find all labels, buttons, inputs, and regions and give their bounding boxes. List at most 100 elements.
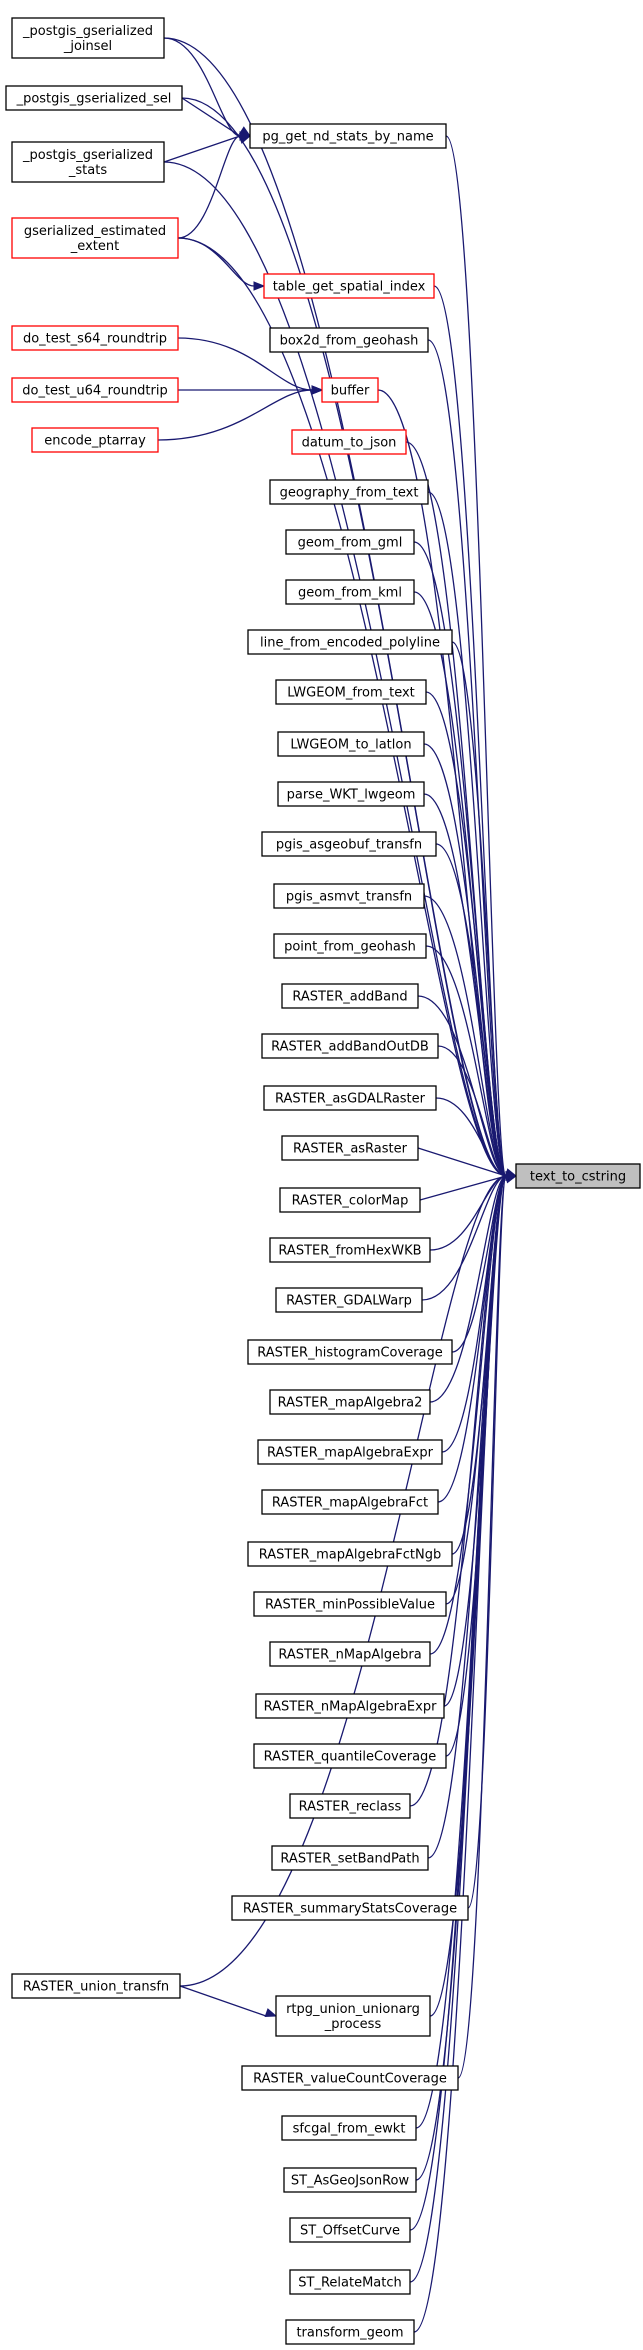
node-sel[interactable]: _postgis_gserialized_sel <box>5 85 183 111</box>
edge-line <box>163 161 507 1177</box>
node-box <box>5 85 183 111</box>
node-label: RASTER_reclass <box>299 1800 402 1815</box>
node-box <box>271 1845 429 1871</box>
node-label: pgis_asmvt_transfn <box>286 890 412 905</box>
node-box <box>261 1489 439 1515</box>
node-raster-fromhexwkb[interactable]: RASTER_fromHexWKB <box>269 1237 431 1263</box>
edge-line <box>435 843 507 1177</box>
node-st-asgeojsonrow[interactable]: ST_AsGeoJsonRow <box>283 2167 417 2193</box>
focus-node-text-to-cstring[interactable]: text_to_cstring <box>515 1163 641 1189</box>
edge-raster-mapalgebraexpr-to-text-to-cstring <box>441 1171 518 1453</box>
edge-line <box>433 285 507 1177</box>
node-raster-mapalgebrafctngb[interactable]: RASTER_mapAlgebraFctNgb <box>247 1541 453 1567</box>
node-raster-nmapalgebra[interactable]: RASTER_nMapAlgebra <box>269 1641 431 1667</box>
node-pg-get-nd-stats-by-name[interactable]: pg_get_nd_stats_by_name <box>249 123 447 149</box>
node-rtpg-union-unionarg-process[interactable]: rtpg_union_unionarg_process <box>275 1995 431 2037</box>
edge-box2d-from-geohash-to-text-to-cstring <box>427 339 518 1181</box>
node-box <box>285 529 415 555</box>
node-st-offsetcurve[interactable]: ST_OffsetCurve <box>289 2217 411 2243</box>
node-label: LWGEOM_to_latlon <box>290 738 411 753</box>
node-point-from-geohash[interactable]: point_from_geohash <box>273 933 427 959</box>
node-raster-summarystatscoverage[interactable]: RASTER_summaryStatsCoverage <box>231 1895 469 1921</box>
node-raster-mapalgebrafct[interactable]: RASTER_mapAlgebraFct <box>261 1489 439 1515</box>
edge-arrowhead <box>253 281 266 291</box>
node-transform-geom[interactable]: transform_geom <box>285 2319 415 2345</box>
node-box <box>263 273 435 299</box>
edge-line <box>423 895 507 1177</box>
edge-line <box>177 135 241 239</box>
node-box <box>273 933 427 959</box>
graph-nodes: _postgis_gserialized_joinsel _postgis_gse… <box>5 17 641 2345</box>
edge-raster-minpossiblevalue-to-text-to-cstring <box>445 1171 518 1605</box>
node-box <box>515 1163 641 1189</box>
edge-line <box>419 1175 507 1201</box>
node-encode-ptarray[interactable]: encode_ptarray <box>31 427 159 453</box>
node-geography-from-text[interactable]: geography_from_text <box>269 479 429 505</box>
node-lwgeom-to-latlon[interactable]: LWGEOM_to_latlon <box>277 731 425 757</box>
node-geom-from-gml[interactable]: geom_from_gml <box>285 529 415 555</box>
node-box2d-from-geohash[interactable]: box2d_from_geohash <box>269 327 429 353</box>
edge-line <box>451 641 507 1177</box>
node-raster-minpossiblevalue[interactable]: RASTER_minPossibleValue <box>253 1591 447 1617</box>
node-label: pgis_asgeobuf_transfn <box>276 838 422 853</box>
node-stats[interactable]: _postgis_gserialized_stats <box>11 141 165 183</box>
edge-line <box>409 1175 507 1807</box>
node-raster-asgdalraster[interactable]: RASTER_asGDALRaster <box>263 1085 437 1111</box>
edge-line <box>181 97 241 137</box>
node-box <box>253 1743 447 1769</box>
node-raster-mapalgebra2[interactable]: RASTER_mapAlgebra2 <box>269 1389 431 1415</box>
node-raster-colormap[interactable]: RASTER_colorMap <box>279 1187 421 1213</box>
node-box <box>257 1439 443 1465</box>
node-box <box>321 377 379 403</box>
node-raster-mapalgebraexpr[interactable]: RASTER_mapAlgebraExpr <box>257 1439 443 1465</box>
node-line-from-encoded-polyline[interactable]: line_from_encoded_polyline <box>247 629 453 655</box>
node-datum-to-json[interactable]: datum_to_json <box>291 429 407 455</box>
node-label: RASTER_histogramCoverage <box>257 1346 443 1361</box>
node-lwgeom-from-text[interactable]: LWGEOM_from_text <box>275 679 427 705</box>
edge-line <box>457 1175 507 2079</box>
node-raster-reclass[interactable]: RASTER_reclass <box>289 1793 411 1819</box>
edge-line <box>445 135 507 1177</box>
node-do-test-u64-roundtrip[interactable]: do_test_u64_roundtrip <box>11 377 179 403</box>
edge-line <box>163 135 241 163</box>
node-label: RASTER_nMapAlgebra <box>278 1648 421 1663</box>
node-raster-addbandoutdb[interactable]: RASTER_addBandOutDB <box>261 1033 439 1059</box>
node-table-get-spatial-index[interactable]: table_get_spatial_index <box>263 273 435 299</box>
node-box <box>289 2269 411 2295</box>
node-raster-asraster[interactable]: RASTER_asRaster <box>281 1135 419 1161</box>
node-box <box>247 629 453 655</box>
node-raster-addband[interactable]: RASTER_addBand <box>281 983 419 1009</box>
node-box <box>283 2167 417 2193</box>
edge-arrowhead <box>505 1171 518 1181</box>
edge-line <box>157 389 313 441</box>
node-parse-wkt-lwgeom[interactable]: parse_WKT_lwgeom <box>277 781 425 807</box>
edge-raster-nmapalgebra-to-text-to-cstring <box>429 1171 518 1655</box>
node-raster-setbandpath[interactable]: RASTER_setBandPath <box>271 1845 429 1871</box>
edge-arrowhead <box>239 131 252 141</box>
node-label: datum_to_json <box>302 436 397 451</box>
edge-line <box>177 237 255 287</box>
node-sfcgal-from-ewkt[interactable]: sfcgal_from_ewkt <box>281 2115 417 2141</box>
node-box <box>253 1591 447 1617</box>
node-raster-gdalwarp[interactable]: RASTER_GDALWarp <box>275 1287 423 1313</box>
node-st-relatematch[interactable]: ST_RelateMatch <box>289 2269 411 2295</box>
node-raster-nmapalgebraexpr[interactable]: RASTER_nMapAlgebraExpr <box>255 1693 445 1719</box>
node-pgis-asgeobuf-transfn[interactable]: pgis_asgeobuf_transfn <box>261 831 437 857</box>
node-raster-union-transfn[interactable]: RASTER_union_transfn <box>11 1973 181 1999</box>
node-raster-quantilecoverage[interactable]: RASTER_quantileCoverage <box>253 1743 447 1769</box>
node-buffer[interactable]: buffer <box>321 377 379 403</box>
node-pgis-asmvt-transfn[interactable]: pgis_asmvt_transfn <box>273 883 425 909</box>
node-estimated-extent[interactable]: gserialized_estimated_extent <box>11 217 179 259</box>
node-raster-valuecountcoverage[interactable]: RASTER_valueCountCoverage <box>241 2065 459 2091</box>
node-label: RASTER_colorMap <box>292 1194 409 1209</box>
node-label: sfcgal_from_ewkt <box>293 2122 406 2137</box>
node-label: encode_ptarray <box>44 434 146 449</box>
node-label: parse_WKT_lwgeom <box>287 788 416 803</box>
node-label: _extent <box>70 239 119 254</box>
node-joinsel[interactable]: _postgis_gserialized_joinsel <box>11 17 165 59</box>
edge-line <box>435 1097 507 1177</box>
node-raster-histogramcoverage[interactable]: RASTER_histogramCoverage <box>247 1339 453 1365</box>
node-geom-from-kml[interactable]: geom_from_kml <box>285 579 415 605</box>
node-do-test-s64-roundtrip[interactable]: do_test_s64_roundtrip <box>11 325 179 351</box>
